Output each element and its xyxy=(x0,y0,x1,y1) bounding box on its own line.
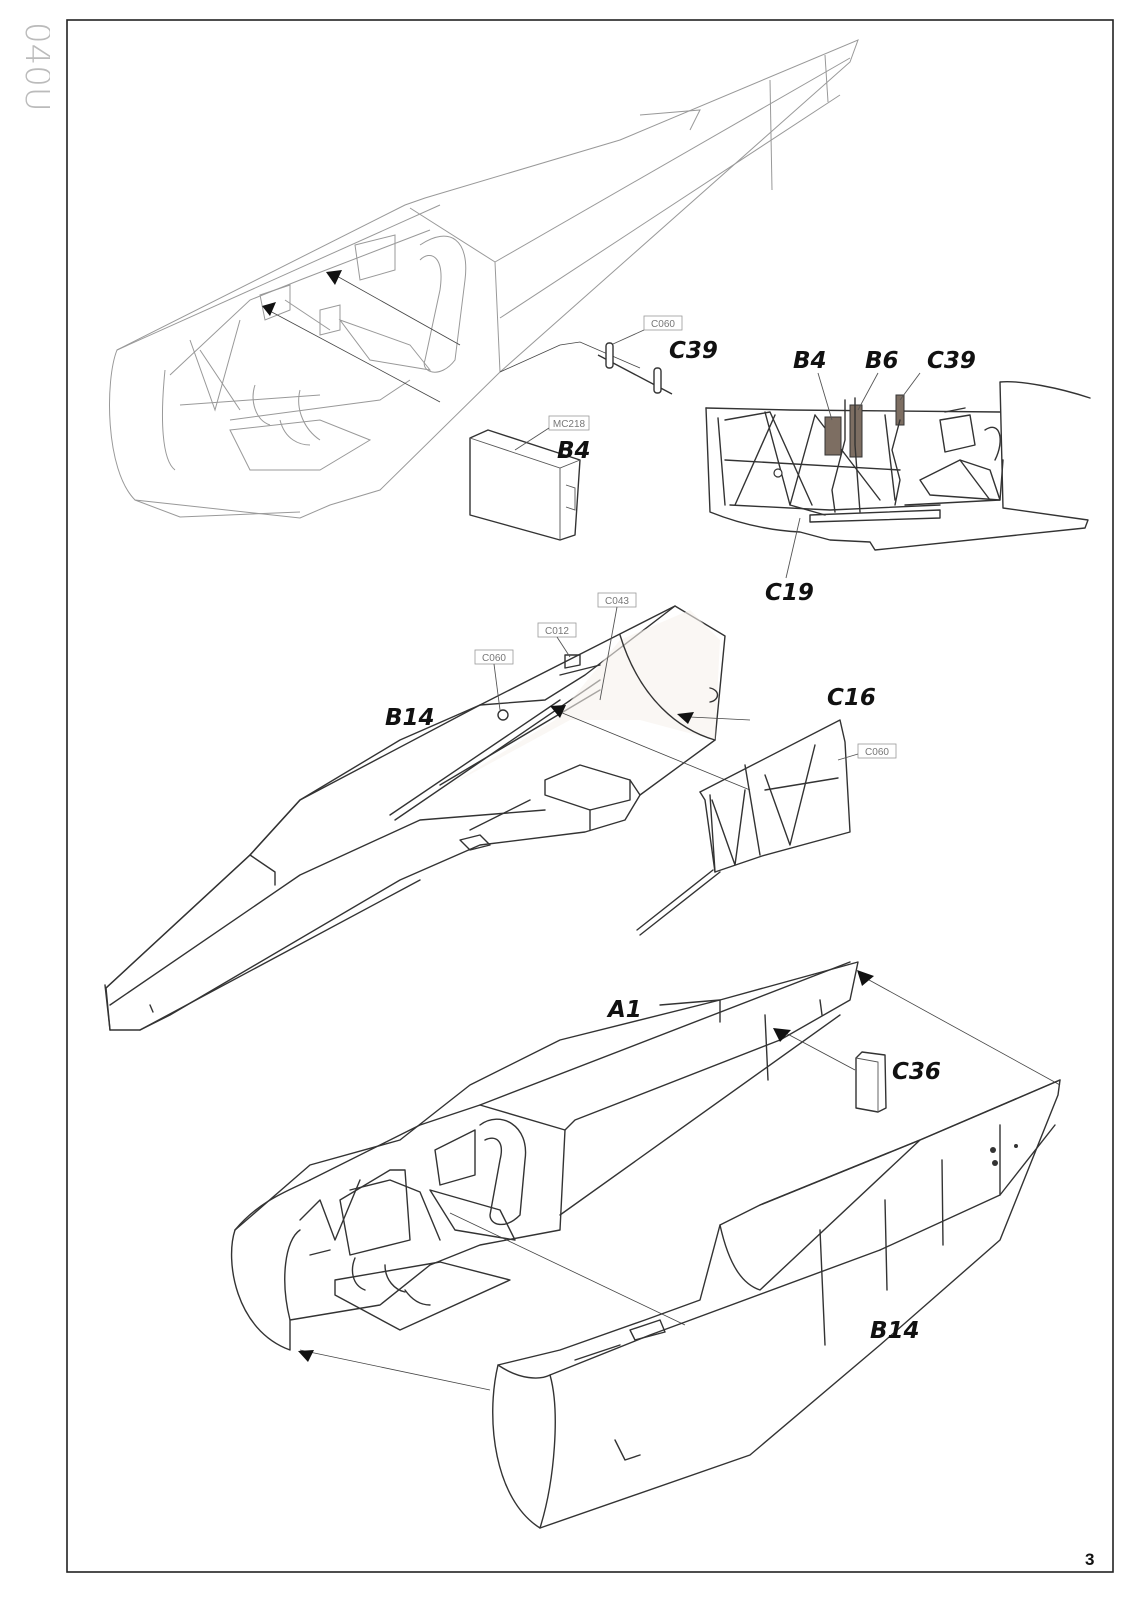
ref-mc218: MC218 xyxy=(553,419,586,430)
ref-c060-step2: C060 xyxy=(482,653,506,664)
margin-note-text: 040U xyxy=(17,22,50,112)
ref-c060-step1: C060 xyxy=(651,319,675,330)
label-b6-detail: B6 xyxy=(865,348,899,374)
label-c39-detail: C39 xyxy=(927,348,976,374)
label-b14-step3: B14 xyxy=(870,1318,920,1344)
part-b14-step3: B14 xyxy=(492,1079,1061,1529)
step3-assembly-drawing: A1 xyxy=(230,961,1061,1391)
detail-cockpit-drawing: B4 B6 C39 C19 xyxy=(705,348,1091,606)
ref-c060-c16: C060 xyxy=(865,747,889,758)
label-b4-detail: B4 xyxy=(793,348,827,374)
part-c39-step1: C060 C39 xyxy=(597,315,718,395)
label-b4-step1: B4 xyxy=(557,438,591,464)
label-c16: C16 xyxy=(827,685,876,711)
page-number: 3 xyxy=(1085,1550,1094,1569)
ref-c043: C043 xyxy=(605,596,629,607)
label-c36: C36 xyxy=(892,1059,941,1085)
label-c19-detail: C19 xyxy=(765,580,814,606)
page-frame xyxy=(66,19,1114,1573)
ref-c012: C012 xyxy=(545,626,569,637)
label-a1: A1 xyxy=(606,997,642,1023)
step1-fuselage-drawing xyxy=(109,39,859,519)
label-c39-step1: C39 xyxy=(669,338,718,364)
part-b4-step1: MC218 B4 xyxy=(469,415,591,541)
part-c36: C36 xyxy=(855,1051,941,1113)
step2-fuselage-half-drawing: C043 C012 C060 B14 xyxy=(104,592,751,1031)
margin-note: 040U xyxy=(17,22,50,112)
part-c16-frame: C16 C060 xyxy=(636,685,897,936)
label-b14-step2: B14 xyxy=(385,705,435,731)
